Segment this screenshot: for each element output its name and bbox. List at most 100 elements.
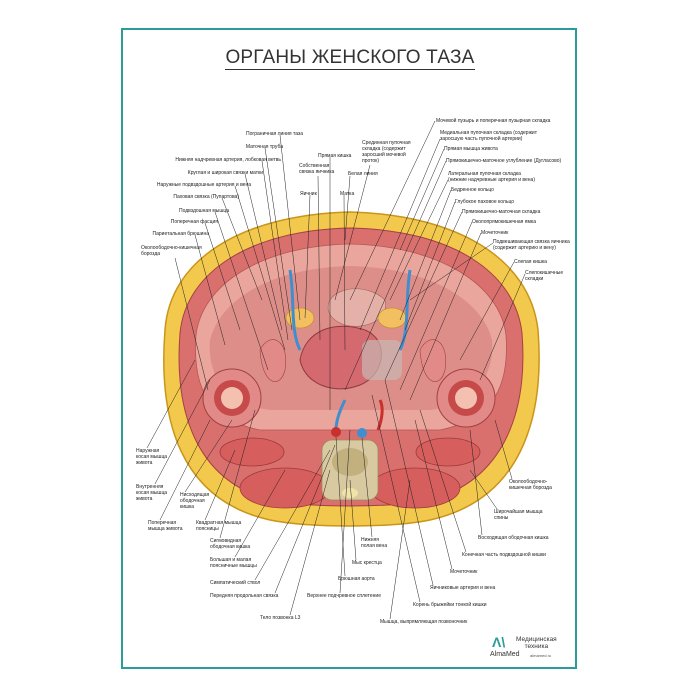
anatomy-label: Брюшная аорта [338,576,375,582]
anatomy-label: Пограничная линия таза [246,131,303,137]
back-muscles [219,437,481,509]
anatomy-label: Подвешивающая связка яичника (содержит а… [493,239,570,251]
anatomy-label: Поперечная фасция [170,219,218,225]
anatomy-label: Поперечная мышца живота [148,520,183,532]
poster-title: ОРГАНЫ ЖЕНСКОГО ТАЗА [0,47,700,70]
anatomy-label: Тело позвонка L3 [260,615,301,621]
leader-line [409,232,482,401]
leader-line [344,160,447,391]
anatomy-label: Бедренное кольцо [451,187,494,193]
leader-line [194,234,226,346]
anatomy-label: Квадратная мышца поясницы [196,520,242,532]
leader-line [384,211,463,381]
leader-line [371,394,421,603]
leader-line [399,221,473,391]
leader-line [494,419,513,480]
anatomy-label: Восходящая ободочная кишка [478,535,549,541]
anatomy-label: Паховая связка (Пупартова) [173,194,239,200]
anatomy-label: Яичниковые артерия и вена [430,585,496,591]
leader-line [349,120,436,301]
leader-line [479,273,526,381]
anatomy-label: Околопрямокишечная ямка [472,219,536,225]
anatomy-label: Нижняя полая вена [361,537,388,549]
leader-line [389,479,411,620]
almamed-logo: Λ\ AlmaMed Медицинская техника almamed.r… [490,634,570,664]
vessels [288,269,412,438]
anatomy-label: Прямая кишка [318,153,352,159]
leader-line [459,261,515,361]
anatomy-label: Слепокишечные складки [525,270,564,282]
leader-line [244,173,283,331]
leader-line [174,257,209,391]
anatomy-label: Передняя продольная связка [210,593,279,599]
anatomy-label: Медиальная пупочная складка (содержит за… [440,130,537,142]
anatomy-label: Наружная косая мышца живота [136,448,168,466]
logo-brand: AlmaMed [490,651,520,658]
leader-line [261,160,289,341]
leader-line [409,242,494,301]
leader-line [304,194,311,319]
logo-url: almamed.ru [530,653,552,658]
leader-line [274,444,336,594]
anatomy-label: Широчайшая мышца спины [494,509,543,521]
anatomy-label: Прямокишечно-маточное углубление (Дуглас… [446,158,562,164]
leader-line [214,211,269,371]
colons [202,368,496,428]
leader-line [343,194,346,351]
anatomy-label: Срединная пупочная складка (содержит зар… [362,140,411,164]
leader-line [146,359,196,449]
title-text: ОРГАНЫ ЖЕНСКОГО ТАЗА [225,47,475,70]
anatomy-label: Верхнее подчревное сплетение [307,593,381,599]
anatomy-label: Сигмовидная ободочная кишка [210,538,251,550]
leader-line [344,175,351,241]
anatomy-label: Слепая кишка [514,259,547,265]
leader-line [361,437,373,538]
anatomy-label: Белая линия [348,171,378,177]
anatomy-label: Париетальная брюшина [152,231,209,237]
leader-line [317,175,321,341]
poster-frame [121,28,577,669]
anatomy-label: Мочеточник [450,569,478,575]
leader-line [349,479,357,561]
leader-line [234,469,286,558]
leader-line [204,222,241,331]
anatomy-label: Большая и малая поясничные мышцы [210,557,257,569]
anatomy-label: Подвздошная мышца [179,208,229,214]
leader-line [219,409,256,539]
anatomy-label: Корень брыжейки тонкой кишки [413,602,487,608]
anatomy-label: Круглая и широкая связки матки [187,170,263,176]
anatomy-label: Мыс крестца [352,560,382,566]
leader-line [414,419,453,570]
leader-line [469,429,483,536]
leader-line [404,201,456,331]
anatomy-label: Яичник [300,191,317,197]
leader-line [334,164,371,301]
leader-line [289,469,331,616]
anatomy-label: Конечная часть подвздошной кишки [462,552,546,558]
anatomy-label: Околоободочно- кишечная борозда [509,479,552,491]
leader-line [279,134,301,321]
leader-line [335,436,346,577]
leader-line [384,379,434,586]
logo-mark-icon: Λ\ [492,634,506,650]
leader-line [399,148,445,251]
anatomy-label: Наружные подвздошные артерия и вена [156,182,251,188]
leader-line [254,449,331,581]
leader-line [204,449,236,521]
leader-lines [146,120,526,620]
leader-line [339,429,351,594]
leader-line [359,138,441,331]
anatomy-label: Мочеточник [481,230,509,236]
anatomy-label: Внутренняя косая мышца живота [136,484,168,502]
anatomy-label: Глубокое паховое кольцо [455,199,515,205]
logo-tagline: Медицинская техника [516,636,557,650]
leader-line [389,179,449,301]
leader-line [419,409,467,553]
vertebra [321,439,379,501]
leader-line [154,379,211,485]
leader-line [264,147,293,331]
anatomy-label: Матка [340,191,355,197]
anatomy-label: Собственная связка яичника [299,163,335,175]
leader-line [399,189,452,321]
